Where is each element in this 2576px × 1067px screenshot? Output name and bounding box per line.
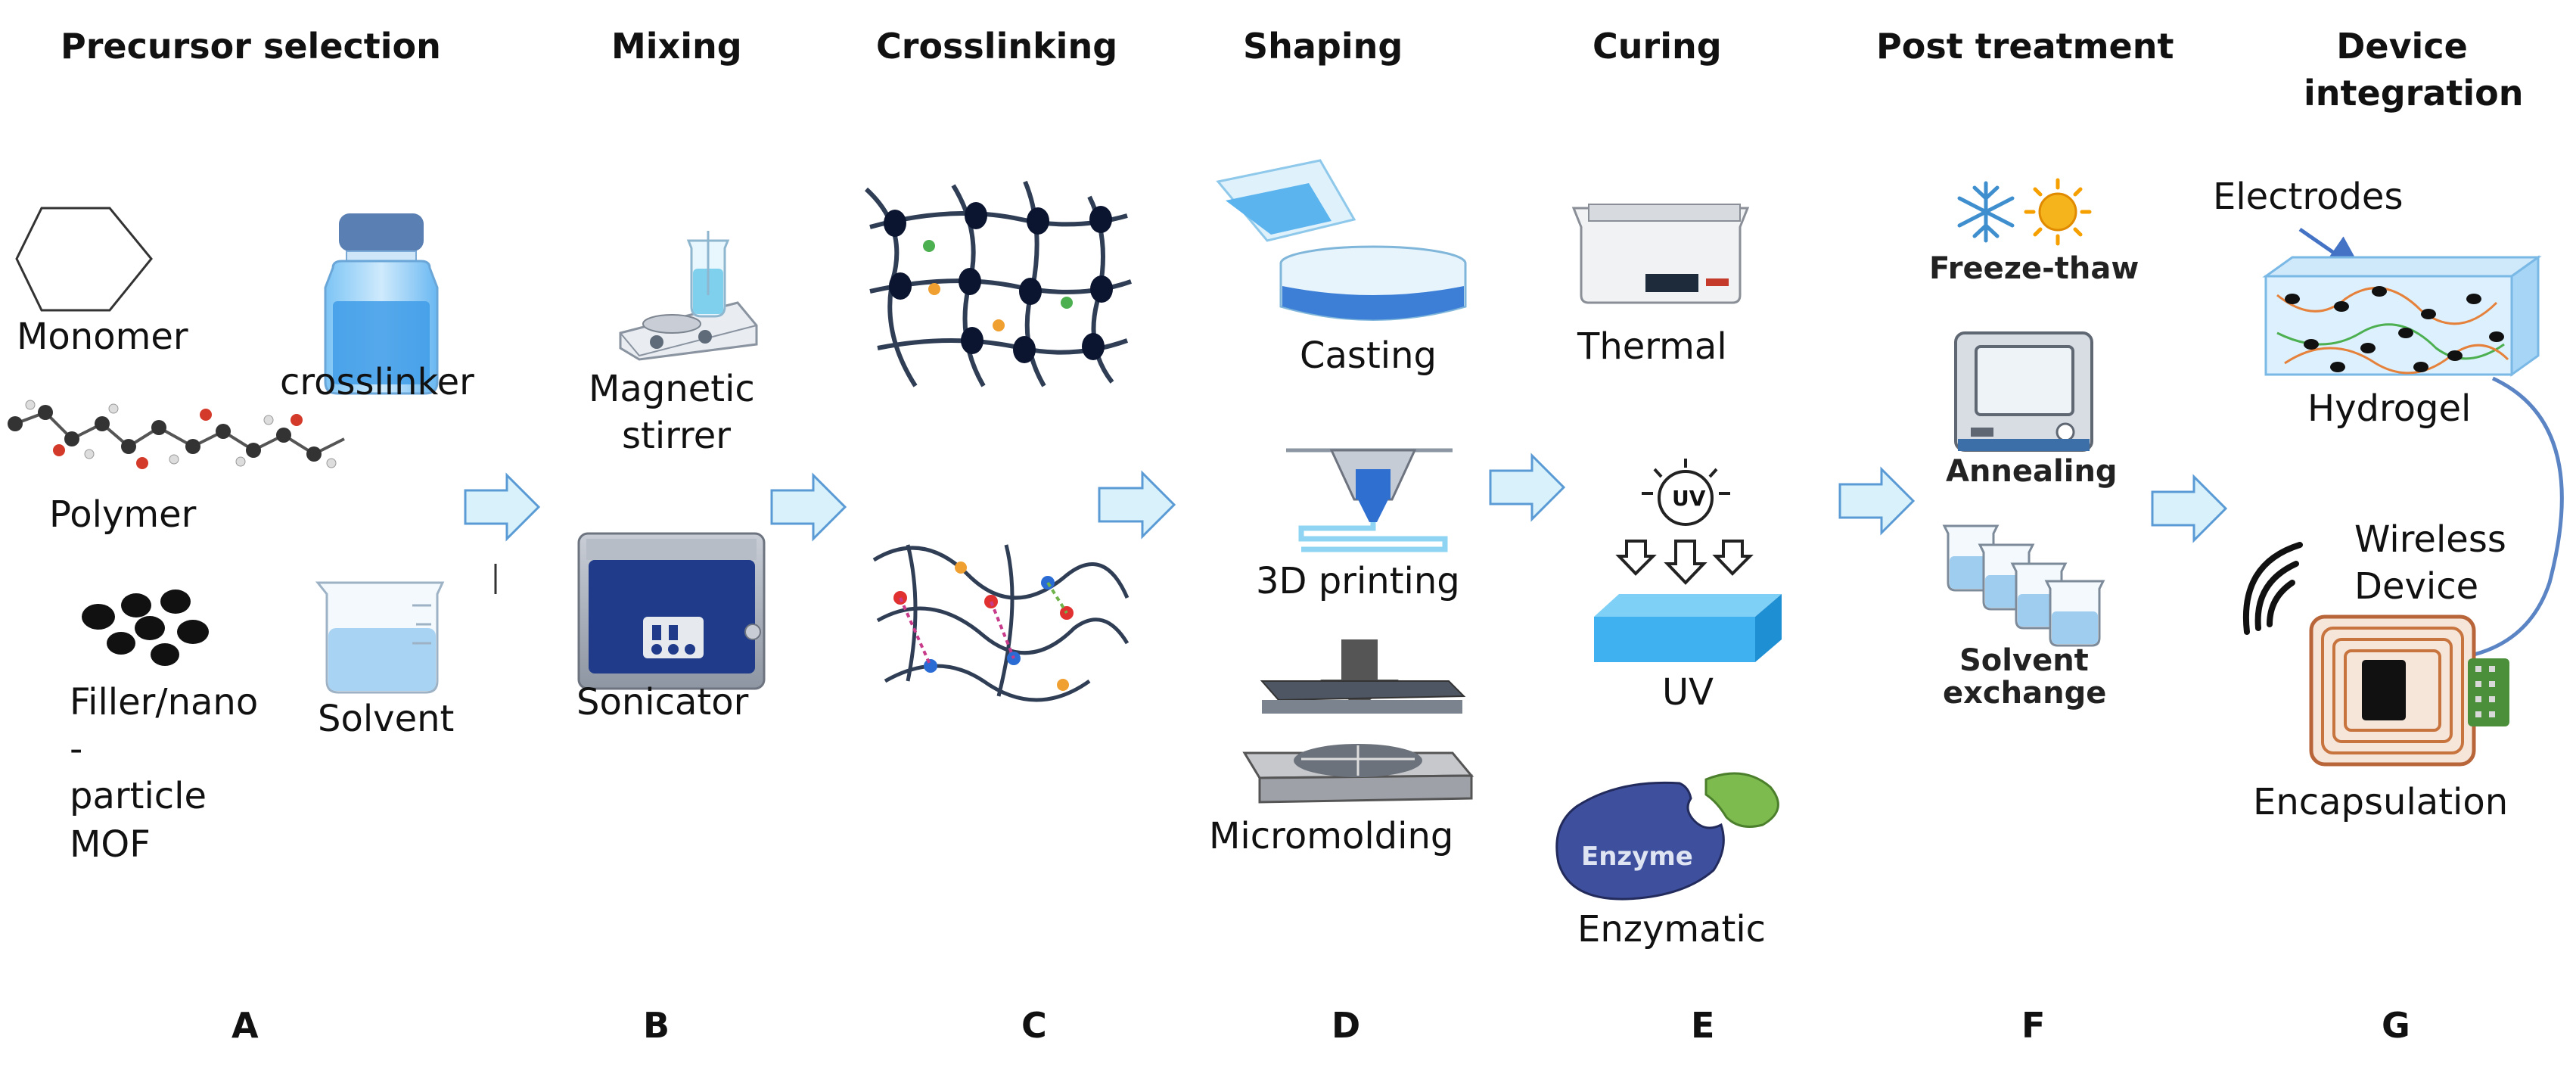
heading-crosslinking: Crosslinking xyxy=(876,26,1118,67)
label-freeze-thaw: Freeze-thaw xyxy=(1929,251,2139,286)
label-filler-line-3: particle xyxy=(70,775,207,817)
covalent-network-icon xyxy=(864,180,1132,387)
label-polymer: Polymer xyxy=(49,493,197,536)
label-wireless-line-2: Device xyxy=(2354,565,2479,608)
label-thermal: Thermal xyxy=(1577,325,1727,368)
label-filler-line-2: - xyxy=(70,728,83,770)
stage-letter-g: G xyxy=(2382,1005,2410,1046)
water-bath-icon xyxy=(1571,204,1750,304)
label-encapsulation: Encapsulation xyxy=(2253,781,2509,823)
heading-shaping: Shaping xyxy=(1243,26,1403,67)
label-3d-printing: 3D printing xyxy=(1256,560,1460,602)
flow-arrow-f-g xyxy=(2151,474,2228,543)
stage-letter-a: A xyxy=(231,1005,259,1046)
monomer-hexagon-icon xyxy=(15,207,153,312)
enzyme-text: Enzyme xyxy=(1581,841,1693,872)
label-casting: Casting xyxy=(1300,334,1437,377)
label-magnetic-stirrer-line-2: stirrer xyxy=(622,415,731,457)
3d-printer-nozzle-icon xyxy=(1286,448,1453,552)
flow-arrow-b-c xyxy=(770,472,847,542)
physical-network-icon xyxy=(872,544,1130,702)
hydrogel-block-icon xyxy=(2262,255,2542,377)
enzyme-icon xyxy=(1555,772,1779,901)
annealing-oven-icon xyxy=(1954,331,2093,452)
label-annealing: Annealing xyxy=(1946,454,2118,489)
label-wireless-line-1: Wireless xyxy=(2354,518,2506,561)
label-electrodes: Electrodes xyxy=(2213,176,2404,218)
heading-mixing: Mixing xyxy=(611,26,742,67)
crosslinker-bottle-icon xyxy=(324,213,439,395)
flow-arrow-e-f xyxy=(1838,466,1916,536)
micromolding-press-icon xyxy=(1242,639,1474,804)
label-filler-line-4: MOF xyxy=(70,823,151,866)
stage-letter-d: D xyxy=(1332,1005,1361,1046)
label-solvent-exchange-line-1: Solvent xyxy=(1959,643,2089,678)
stage-letter-b: B xyxy=(643,1005,670,1046)
heading-device-integration: Device integration xyxy=(2304,26,2524,114)
label-filler-line-1: Filler/nano xyxy=(70,681,259,723)
solvent-beaker-icon xyxy=(315,581,445,694)
label-magnetic-stirrer-line-1: Magnetic xyxy=(589,368,755,410)
wireless-signal-icon xyxy=(2242,542,2303,635)
snowflake-icon xyxy=(1957,181,2015,243)
casting-icon xyxy=(1216,159,1467,321)
sonicator-icon xyxy=(577,532,766,690)
stage-letter-e: E xyxy=(1691,1005,1715,1046)
uv-lamp-text: UV xyxy=(1672,486,1706,511)
stage-letter-c: C xyxy=(1021,1005,1047,1046)
filler-particles-icon xyxy=(82,589,209,666)
solvent-exchange-beakers-icon xyxy=(1942,524,2105,647)
polymer-chain-icon xyxy=(8,400,345,469)
label-hydrogel: Hydrogel xyxy=(2307,387,2472,430)
flow-arrow-c-d xyxy=(1098,470,1176,540)
flow-arrow-a-b xyxy=(464,472,541,542)
stage-letter-f: F xyxy=(2021,1005,2046,1046)
encapsulated-device-icon xyxy=(2309,614,2509,767)
uv-lamp-icon xyxy=(1615,459,1754,585)
label-crosslinker: crosslinker xyxy=(280,361,474,403)
label-uv: UV xyxy=(1662,671,1714,714)
sun-icon xyxy=(2024,178,2092,246)
label-solvent: Solvent xyxy=(318,698,455,740)
heading-curing: Curing xyxy=(1593,26,1722,67)
label-solvent-exchange-line-2: exchange xyxy=(1943,676,2107,711)
magnetic-stirrer-icon xyxy=(619,231,758,361)
hydrogel-to-device-curve xyxy=(2473,376,2564,657)
heading-post-treatment: Post treatment xyxy=(1876,26,2174,67)
heading-precursor-selection: Precursor selection xyxy=(61,26,441,67)
label-sonicator: Sonicator xyxy=(576,681,749,723)
label-enzymatic: Enzymatic xyxy=(1577,908,1767,950)
label-micromolding: Micromolding xyxy=(1209,815,1454,857)
flow-arrow-d-e xyxy=(1489,453,1566,522)
label-monomer: Monomer xyxy=(17,316,188,358)
uv-cured-block-icon xyxy=(1594,594,1782,662)
